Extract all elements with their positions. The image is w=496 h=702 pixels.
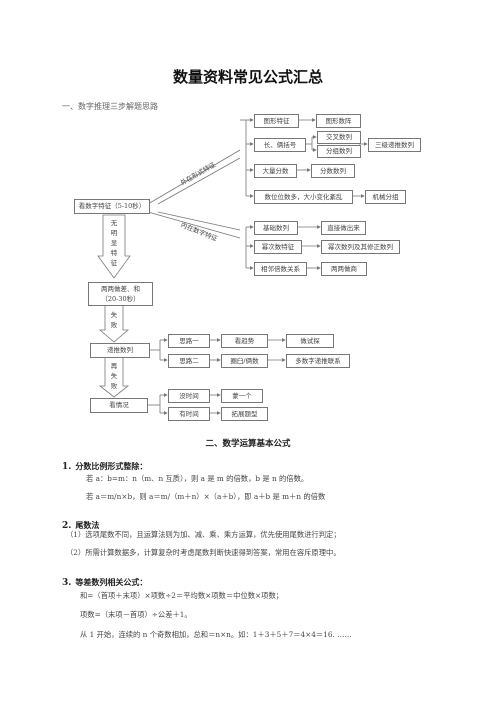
no-feature-text: 无明显特征 <box>110 219 118 267</box>
outer-item-fractions: 大量分数 <box>254 164 297 178</box>
idea-two-end: 多数字递推联系 <box>286 354 350 368</box>
formula-1-heading: 1.分数比例形式整除： <box>62 462 148 472</box>
time-some: 有时间 <box>168 407 210 421</box>
time-none-result: 蒙一个 <box>221 389 263 403</box>
formula-3-line-3: 从 1 开始，连续的 n 个奇数相加，总和＝n×n。如：1＋3＋5＋7＝4×4＝… <box>80 630 352 639</box>
time-some-result: 拓展题型 <box>221 407 268 421</box>
section1-heading: 一、数字推理三步解题思路 <box>62 102 158 111</box>
section2-heading: 二、数学运算基本公式 <box>205 439 291 449</box>
recursive-box: 递推数列 <box>90 343 150 358</box>
formula-2-line-1: （1）选项尾数不同，且运算法则为加、减、乘、乘方运算，优先使用尾数进行判定； <box>66 530 341 539</box>
outer-result-group: 分组数列 <box>317 145 361 158</box>
outer-result-three-level: 三级递推数列 <box>368 138 421 152</box>
inner-item-multiple: 相邻倍数关系 <box>254 262 307 276</box>
inner-result-basic: 直接做出来 <box>321 221 366 235</box>
inner-item-basic: 基础数列 <box>254 221 298 235</box>
inner-result-power: 幂次数列及其修正数列 <box>321 240 400 254</box>
inner-result-multiple: 两两做商 <box>321 262 367 276</box>
outer-item-digits: 数位位数多，大小变化紊乱 <box>254 190 353 204</box>
fail-text: 失败 <box>110 311 118 329</box>
inner-item-power: 幂次数特征 <box>254 240 302 254</box>
two-two-box: 两两做差、和（20-30秒） <box>88 282 153 306</box>
formula-2-heading: 2.尾数法 <box>62 521 100 531</box>
formula-1-line-2: 若 a＝m/n×b，则 a＝m/（m＋n）×（a＋b），即 a＋b 是 m＋n … <box>86 492 326 501</box>
outer-item-brackets: 长、俩括号 <box>254 138 306 152</box>
outer-result-cross: 交叉数列 <box>317 131 361 144</box>
formula-3-line-2: 项数=（末项－首项）÷公差＋1。 <box>80 610 192 619</box>
outer-result-graphic: 图形数阵 <box>316 114 361 128</box>
page-title: 数量资料常见公式汇总 <box>172 68 323 86</box>
formula-3-line-1: 和=（首项＋末项）×项数÷2＝平均数×项数＝中位数×项数； <box>80 591 284 600</box>
idea-one: 思路一 <box>168 334 210 348</box>
formula-2-line-2: （2）所需计算数据多，计算复杂时考虑尾数判断快速得到答案，常用在容斥原理中。 <box>66 548 341 557</box>
outer-result-fractions: 分数数列 <box>311 164 355 178</box>
fail-again-text: 再失败 <box>110 362 118 390</box>
time-none: 没时间 <box>168 389 210 403</box>
formula-1-line-1: 若 a：b=m：n（m、n 互质），则 a 是 m 的倍数，b 是 n 的倍数。 <box>86 474 309 483</box>
formula-3-heading: 3.等差数列相关公式： <box>62 578 148 588</box>
see-case-box: 看情况 <box>90 398 148 413</box>
outer-result-mechanical: 机械分组 <box>365 190 406 204</box>
idea-two: 思路二 <box>168 354 210 368</box>
idea-one-mid: 看趋势 <box>221 334 268 348</box>
start-box: 看数字特征（5-10秒） <box>74 199 150 214</box>
outer-item-graphic: 图形特征 <box>254 114 299 128</box>
idea-one-end: 做试探 <box>286 334 334 348</box>
idea-two-mid: 圈臼/俩数 <box>221 354 268 368</box>
